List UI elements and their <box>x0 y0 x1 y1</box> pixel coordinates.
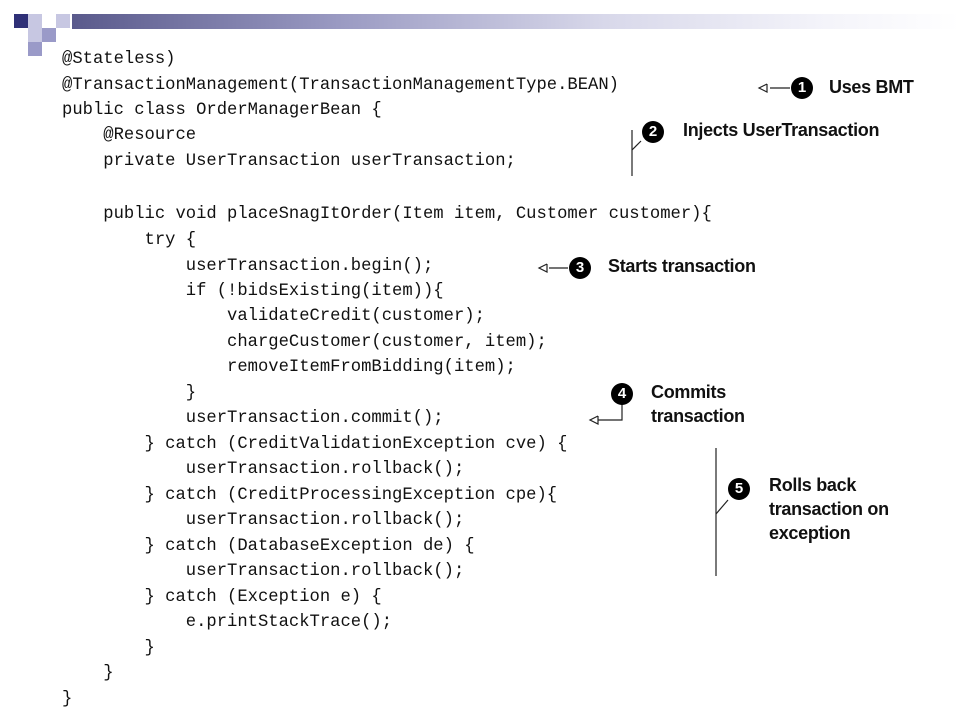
header-square-icon <box>28 42 42 56</box>
code-line: @TransactionManagement(TransactionManage… <box>62 76 619 95</box>
code-line: chargeCustomer(customer, item); <box>62 333 547 352</box>
code-line: try { <box>62 231 197 250</box>
header-square-icon <box>56 14 70 28</box>
callout-text-1: Uses BMT <box>829 77 914 97</box>
code-line: } catch (CreditValidationException cve) … <box>62 435 568 454</box>
arrowhead-icon <box>757 83 768 93</box>
code-line: private UserTransaction userTransaction; <box>62 152 516 171</box>
arrowhead-icon <box>588 415 599 425</box>
header-square-icon <box>14 14 28 28</box>
callout-text-2: Injects UserTransaction <box>683 120 880 140</box>
callout-number-4: 4 <box>611 383 633 405</box>
code-line: } catch (DatabaseException de) { <box>62 537 475 556</box>
code-line: public class OrderManagerBean { <box>62 101 382 120</box>
arrowhead-icon <box>537 263 548 273</box>
code-line: @Resource <box>62 126 197 145</box>
code-line: } <box>62 384 197 403</box>
code-line: if (!bidsExisting(item)){ <box>62 282 444 301</box>
code-line: } <box>62 664 114 683</box>
code-line: } catch (CreditProcessingException cpe){ <box>62 486 558 505</box>
callout-text-5-line1: Rolls back <box>769 475 857 495</box>
code-line: } <box>62 690 73 709</box>
code-line: userTransaction.commit(); <box>62 409 444 428</box>
code-line: } catch (Exception e) { <box>62 588 382 607</box>
callout-text-4-line2: transaction <box>651 406 745 426</box>
callout-number-1: 1 <box>791 77 813 99</box>
code-line: userTransaction.rollback(); <box>62 511 465 530</box>
callout-text-5-line3: exception <box>769 523 851 543</box>
code-line: userTransaction.begin(); <box>62 257 434 276</box>
callout-text-5-line2: transaction on <box>769 499 889 519</box>
code-line: } <box>62 639 155 658</box>
code-line: e.printStackTrace(); <box>62 613 393 632</box>
callout-text-3: Starts transaction <box>608 256 756 276</box>
code-line: validateCredit(customer); <box>62 307 485 326</box>
header-square-icon <box>28 14 42 28</box>
callout-text-4-line1: Commits <box>651 382 726 402</box>
code-line: public void placeSnagItOrder(Item item, … <box>62 205 712 224</box>
leader-line-4 <box>598 404 623 421</box>
code-line: userTransaction.rollback(); <box>62 460 465 479</box>
code-line: userTransaction.rollback(); <box>62 562 465 581</box>
code-line: removeItemFromBidding(item); <box>62 358 516 377</box>
header-square-icon <box>42 28 56 42</box>
callout-number-5: 5 <box>728 478 750 500</box>
header-gradient-bar <box>72 14 960 29</box>
callout-number-3: 3 <box>569 257 591 279</box>
header-square-icon <box>28 28 42 42</box>
code-line: @Stateless) <box>62 50 176 69</box>
callout-number-2: 2 <box>642 121 664 143</box>
